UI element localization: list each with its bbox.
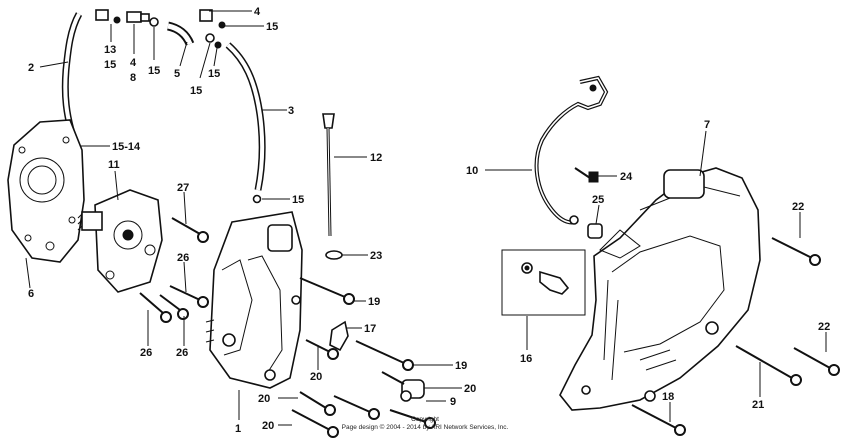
oil-pump-11 — [77, 189, 163, 293]
callout-20: 20 — [310, 371, 322, 383]
callout-15: 15 — [148, 65, 160, 77]
callout-2: 2 — [28, 62, 34, 74]
callout-19: 19 — [455, 360, 467, 372]
callout-10: 10 — [466, 165, 478, 177]
collar-25 — [587, 223, 603, 239]
callout-20: 20 — [258, 393, 270, 405]
callout-1: 1 — [235, 423, 241, 435]
callout-6: 6 — [28, 288, 34, 300]
callout-26: 26 — [140, 347, 152, 359]
callout-15: 15 — [190, 85, 202, 97]
callout-27: 27 — [177, 182, 189, 194]
leader-lines — [25, 10, 827, 426]
callout-24: 24 — [620, 171, 633, 183]
callout-8: 8 — [130, 72, 136, 84]
neutral-switch-16-box — [501, 249, 586, 316]
callout-5: 5 — [174, 68, 180, 80]
callout-19: 19 — [368, 296, 380, 308]
small-fittings — [71, 9, 262, 204]
clip-17 — [329, 320, 349, 352]
oil-dipstick-12 — [322, 113, 335, 237]
callout-26: 26 — [176, 347, 188, 359]
callout-16: 16 — [520, 353, 532, 365]
callout-9: 9 — [450, 396, 456, 408]
callout-labels: 4 15 2 13 15 4 8 15 5 15 15 3 15-14 11 6… — [28, 6, 830, 435]
caption-line-1: Copyright — [411, 416, 439, 423]
callout-15-14: 15-14 — [112, 141, 141, 153]
copyright-caption: Copyright Page design © 2004 - 2014 by A… — [342, 416, 509, 431]
callout-15: 15 — [292, 194, 304, 206]
breather-tube-5 — [166, 21, 195, 46]
callout-22: 22 — [818, 321, 830, 333]
callout-7: 7 — [704, 119, 710, 131]
callout-21: 21 — [752, 399, 764, 411]
crankcase-cover-1 — [205, 211, 303, 389]
callout-25: 25 — [592, 194, 604, 206]
callout-18: 18 — [662, 391, 674, 403]
callout-26: 26 — [177, 252, 189, 264]
left-crankcase-cover-7 — [559, 167, 761, 411]
cover-bracket-10 — [534, 75, 609, 225]
callout-15: 15 — [208, 68, 220, 80]
bolt-24 — [574, 167, 599, 183]
callout-4: 4 — [130, 57, 137, 69]
callout-20: 20 — [464, 383, 476, 395]
callout-17: 17 — [364, 323, 376, 335]
collar-9 — [400, 379, 425, 402]
breather-hose-3 — [225, 42, 266, 191]
callout-15: 15 — [266, 21, 278, 33]
callout-15: 15 — [104, 59, 116, 71]
bolts-right — [631, 237, 840, 436]
callout-11: 11 — [108, 159, 120, 171]
callout-23: 23 — [370, 250, 382, 262]
caption-line-2: Page design © 2004 - 2014 by ARI Network… — [342, 423, 509, 431]
callout-12: 12 — [370, 152, 382, 164]
o-ring-23 — [325, 250, 343, 260]
callout-13: 13 — [104, 44, 116, 56]
callout-20: 20 — [262, 420, 274, 432]
callout-3: 3 — [288, 105, 294, 117]
callout-4: 4 — [254, 6, 261, 18]
gasket-6 — [7, 119, 85, 263]
callout-22: 22 — [792, 201, 804, 213]
